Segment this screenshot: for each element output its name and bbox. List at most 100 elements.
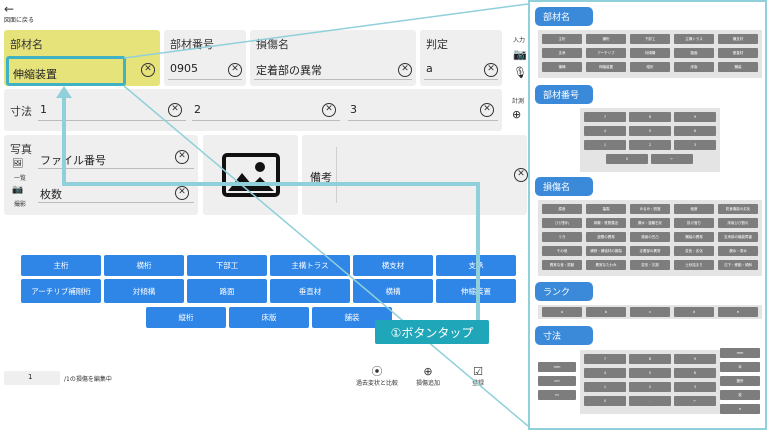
dimension-side-button[interactable]: 本 xyxy=(720,362,760,372)
numpad-key[interactable]: ← xyxy=(651,154,693,164)
sunpo-input-2[interactable]: 2 xyxy=(192,99,340,121)
rank-button[interactable]: c xyxy=(630,307,670,317)
grid-button[interactable]: 舗装 xyxy=(718,62,758,72)
numpad-key[interactable]: 0 xyxy=(584,396,626,406)
clear-icon[interactable]: ✕ xyxy=(398,63,412,77)
numpad-key[interactable]: 9 xyxy=(674,354,716,364)
category-button-kabuko[interactable]: 下部工 xyxy=(187,255,267,276)
compare-past-button[interactable]: ⦿ 過去変状と比較 xyxy=(352,366,402,388)
category-button-tategeta[interactable]: 縦桁 xyxy=(146,307,226,328)
hantei-input[interactable]: a xyxy=(424,58,498,80)
grid-button[interactable]: ゆるみ・脱落 xyxy=(630,204,670,214)
grid-button[interactable]: 漏水・遊離石灰 xyxy=(630,218,670,228)
add-damage-button[interactable]: ⊕ 損傷追加 xyxy=(408,366,448,388)
grid-button[interactable]: 防食機能の劣化 xyxy=(718,204,758,214)
dimension-side-button[interactable]: × xyxy=(720,404,760,414)
category-button-yokoshizai[interactable]: 横支材 xyxy=(353,255,433,276)
numpad-key[interactable]: 8 xyxy=(629,112,671,122)
grid-button[interactable]: ひび割れ xyxy=(542,218,582,228)
camera-icon[interactable]: 📷 xyxy=(12,185,24,195)
grid-button[interactable]: 垂直材 xyxy=(718,48,758,58)
numpad-key[interactable]: 2 xyxy=(629,382,671,392)
grid-button[interactable]: 支承 xyxy=(542,48,582,58)
grid-button[interactable]: 主桁 xyxy=(542,34,582,44)
clear-icon[interactable]: ✕ xyxy=(168,103,182,117)
numpad-key[interactable]: 1 xyxy=(584,382,626,392)
numpad-key[interactable]: 3 xyxy=(674,382,716,392)
grid-button[interactable]: 補修・補強材の損傷 xyxy=(586,246,626,256)
grid-button[interactable]: 支承部の機能障害 xyxy=(718,232,758,242)
grid-button[interactable]: 下部工 xyxy=(630,34,670,44)
grid-button[interactable]: 亀裂 xyxy=(586,204,626,214)
clear-icon[interactable]: ✕ xyxy=(228,63,242,77)
grid-button[interactable]: 変形・欠損 xyxy=(630,260,670,270)
microphone-icon[interactable]: 🎙 xyxy=(513,66,527,79)
grid-button[interactable]: 漏水・滞水 xyxy=(718,246,758,256)
numpad-key[interactable]: 0 xyxy=(606,154,648,164)
numpad-key[interactable]: 2 xyxy=(629,140,671,150)
photo-preview[interactable] xyxy=(203,135,298,215)
rank-button[interactable]: e xyxy=(718,307,758,317)
grid-button[interactable]: 抜け落ち xyxy=(674,218,714,228)
grid-button[interactable]: 床版ひび割れ xyxy=(718,218,758,228)
category-button-yokoko[interactable]: 横構 xyxy=(353,279,433,303)
grid-button[interactable]: 路面の凹凸 xyxy=(630,232,670,242)
category-button-taikeiko[interactable]: 対傾構 xyxy=(104,279,184,303)
numpad-key[interactable]: 8 xyxy=(629,354,671,364)
grid-button[interactable]: 縦桁 xyxy=(630,62,670,72)
grid-button[interactable]: 床版 xyxy=(674,62,714,72)
grid-button[interactable]: その他 xyxy=(542,246,582,256)
grid-button[interactable]: 主構トラス xyxy=(674,34,714,44)
sunpo-input-3[interactable]: 3 xyxy=(348,99,498,121)
grid-button[interactable]: 対傾構 xyxy=(630,48,670,58)
grid-button[interactable]: 伸縮装置 xyxy=(586,62,626,72)
grid-button[interactable]: アーチリブ xyxy=(586,48,626,58)
dimension-side-button[interactable]: 箇所 xyxy=(720,376,760,386)
grid-button[interactable]: 変色・劣化 xyxy=(674,246,714,256)
numpad-key[interactable]: 6 xyxy=(674,368,716,378)
numpad-key[interactable]: ← xyxy=(674,396,716,406)
numpad-key[interactable]: 4 xyxy=(584,126,626,136)
dimension-side-button[interactable]: mm xyxy=(720,348,760,358)
measure-icon[interactable]: ⊕ xyxy=(512,108,522,121)
numpad-key[interactable]: 7 xyxy=(584,112,626,122)
numpad-key[interactable]: 5 xyxy=(629,368,671,378)
page-number-input[interactable]: 1 xyxy=(4,371,60,385)
category-button-romen[interactable]: 路面 xyxy=(187,279,267,303)
grid-button[interactable]: 剥離・鉄筋露出 xyxy=(586,218,626,228)
numpad-key[interactable]: 7 xyxy=(584,354,626,364)
numpad-key[interactable]: 5 xyxy=(629,126,671,136)
category-button-yokogeta[interactable]: 横桁 xyxy=(104,255,184,276)
category-button-arch-rib[interactable]: アーチリブ補剛桁 xyxy=(21,279,101,303)
grid-button[interactable]: 異常なたわみ xyxy=(586,260,626,270)
numpad-key[interactable]: . xyxy=(629,396,671,406)
clear-icon[interactable]: ✕ xyxy=(141,63,155,77)
camera-icon[interactable]: 📷 xyxy=(513,48,527,61)
clear-icon[interactable]: ✕ xyxy=(322,103,336,117)
grid-button[interactable]: 異常な音・振動 xyxy=(542,260,582,270)
grid-button[interactable]: うき xyxy=(542,232,582,242)
numpad-key[interactable]: 4 xyxy=(584,368,626,378)
numpad-key[interactable]: 1 xyxy=(584,140,626,150)
grid-button[interactable]: 破断 xyxy=(674,204,714,214)
clear-icon[interactable]: ✕ xyxy=(480,103,494,117)
unit-button[interactable]: mm xyxy=(538,362,576,372)
clear-icon[interactable]: ✕ xyxy=(175,150,189,164)
rank-button[interactable]: d xyxy=(674,307,714,317)
grid-button[interactable]: 沈下・移動・傾斜 xyxy=(718,260,758,270)
grid-button[interactable]: 横構 xyxy=(542,62,582,72)
category-button-shugeta[interactable]: 主桁 xyxy=(21,255,101,276)
unit-button[interactable]: cm xyxy=(538,376,576,386)
clear-icon[interactable]: ✕ xyxy=(484,63,498,77)
maisu-input[interactable]: 枚数 xyxy=(38,181,194,203)
grid-button[interactable]: 定着部の異常 xyxy=(630,246,670,256)
grid-button[interactable]: 腐食 xyxy=(542,204,582,214)
clear-icon[interactable]: ✕ xyxy=(514,168,528,182)
sunpo-input-1[interactable]: 1 xyxy=(38,99,186,121)
grid-button[interactable]: 横桁 xyxy=(586,34,626,44)
clear-icon[interactable]: ✕ xyxy=(175,186,189,200)
grid-button[interactable]: 舗装の異常 xyxy=(674,232,714,242)
grid-button[interactable]: 路面 xyxy=(674,48,714,58)
category-button-suichokuzai[interactable]: 垂直材 xyxy=(270,279,350,303)
grid-button[interactable]: 遊間の異常 xyxy=(586,232,626,242)
